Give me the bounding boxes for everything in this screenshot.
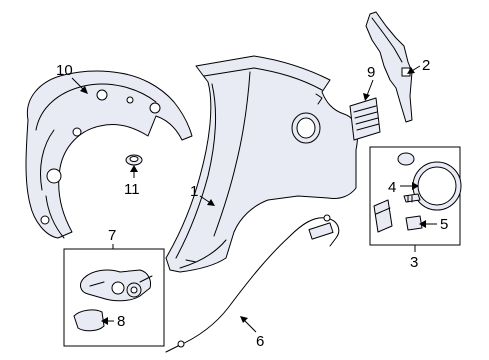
- release-cable: [165, 214, 340, 353]
- callout-5: 5: [440, 216, 448, 233]
- fuel-door: [412, 161, 462, 211]
- callout-11: 11: [124, 181, 140, 198]
- latch-box: [63, 248, 165, 347]
- callout-1: 1: [190, 183, 198, 200]
- fuel-door-spring: [405, 215, 423, 231]
- callout-9: 9: [367, 64, 375, 81]
- inner-bracket: [365, 11, 413, 123]
- callout-4: 4: [388, 179, 396, 196]
- latch-actuator: [80, 269, 153, 302]
- vent-grille: [349, 97, 381, 141]
- callout-7: 7: [108, 227, 116, 244]
- grommet-clip: [125, 154, 143, 166]
- quarter-panel: [165, 55, 358, 273]
- fuel-cap-tether: [397, 152, 415, 166]
- callout-10: 10: [56, 62, 73, 79]
- callout-6: 6: [256, 333, 264, 350]
- latch-cap: [73, 309, 105, 332]
- fuel-door-housing: [373, 199, 393, 233]
- leader-lines: [71, 65, 437, 333]
- callout-3: 3: [410, 254, 418, 271]
- callout-2: 2: [422, 57, 430, 74]
- callout-8: 8: [117, 313, 125, 330]
- wheel-house-liner: [25, 70, 193, 239]
- fuel-door-hinge: [403, 193, 421, 203]
